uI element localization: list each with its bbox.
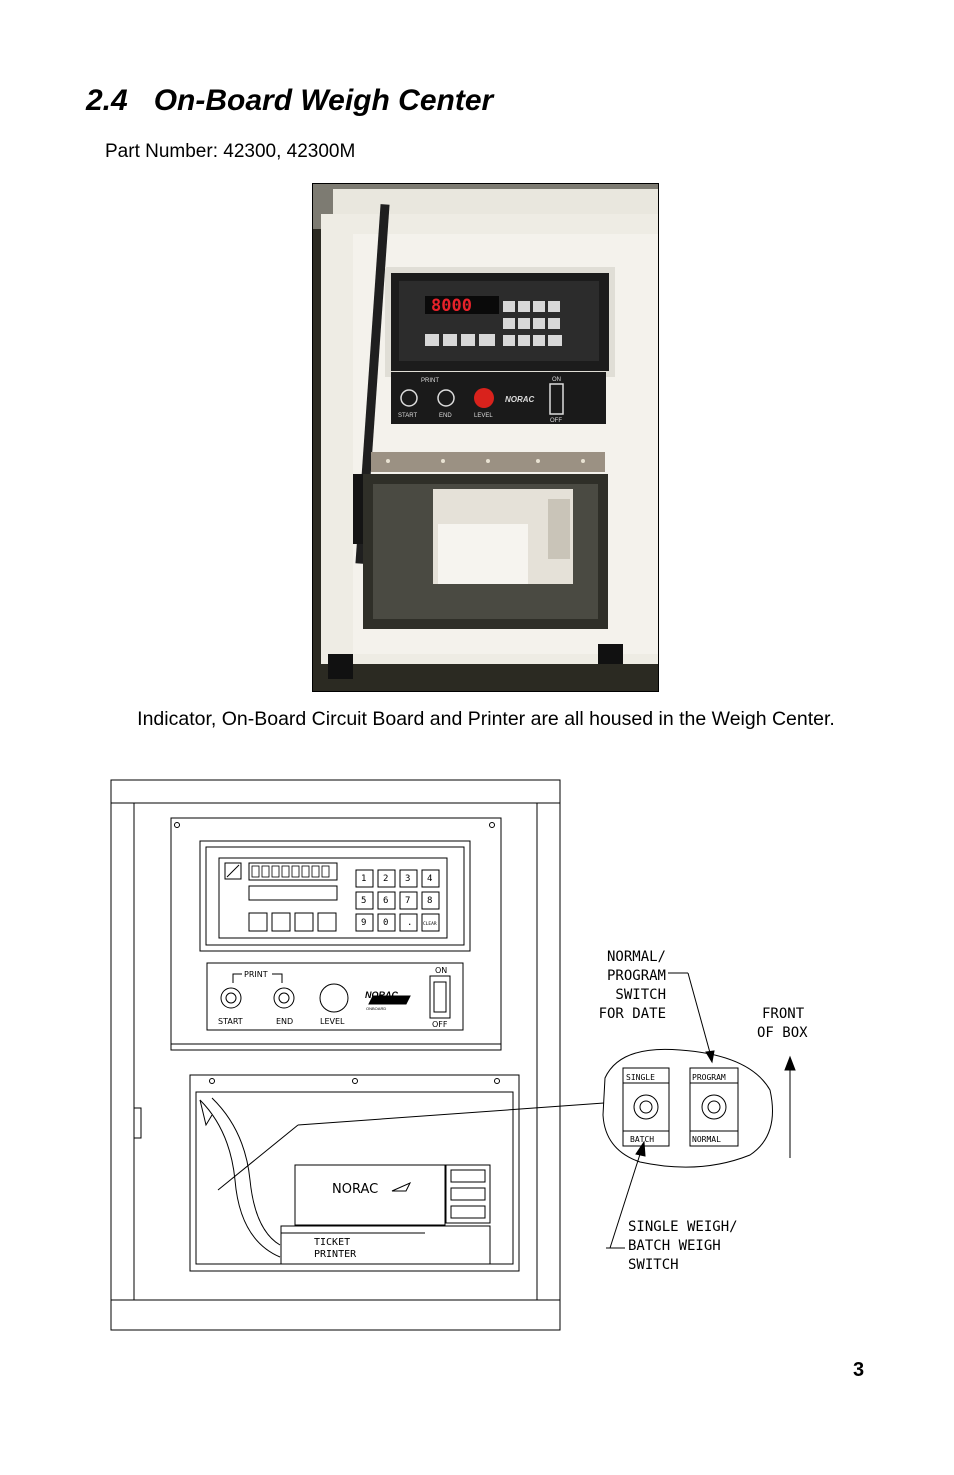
callout-normal: NORMAL/: [607, 949, 666, 965]
callout-single-weigh: SINGLE WEIGH/: [628, 1219, 738, 1235]
brand-label: NORAC: [365, 990, 398, 1000]
callout-switch: SWITCH: [615, 987, 666, 1003]
photo-end-label: END: [439, 413, 452, 419]
photo-off-label: OFF: [550, 418, 562, 424]
callout-switch-2: SWITCH: [628, 1257, 679, 1273]
switch-batch-label: BATCH: [630, 1135, 654, 1144]
indicator-face: [218, 857, 448, 939]
part-number: Part Number: 42300, 42300M: [105, 141, 356, 162]
of-box-label: OF BOX: [757, 1025, 808, 1041]
photo-caption: Indicator, On-Board Circuit Board and Pr…: [137, 708, 835, 730]
start-label: START: [218, 1017, 243, 1026]
callout-program: PROGRAM: [607, 968, 666, 984]
printer-brand: NORAC: [332, 1182, 378, 1197]
off-label: OFF: [432, 1020, 448, 1029]
printer-label: PRINTER: [314, 1249, 357, 1260]
key-5: 5: [361, 896, 366, 906]
cabinet-outline: [110, 779, 561, 1331]
switch-single-label: SINGLE: [626, 1073, 655, 1082]
printer-body: [294, 1164, 446, 1226]
upper-panel: [170, 817, 502, 1051]
section-heading: 2.4 On-Board Weigh Center: [86, 84, 493, 118]
digit-display: [248, 862, 338, 881]
weigh-center-photo: 8000 PRINT START END LEVEL NORAC ON OFF: [312, 183, 659, 692]
key-1: 1: [361, 874, 366, 884]
key-2: 2: [383, 874, 388, 884]
switch-callout: [602, 1048, 773, 1168]
photo-display: 8000: [431, 296, 472, 316]
control-strip: [206, 962, 464, 1031]
photo-on-label: ON: [552, 377, 561, 383]
photo-start-label: START: [398, 413, 417, 419]
photo-print-label: PRINT: [421, 378, 439, 384]
section-title: On-Board Weigh Center: [153, 84, 494, 117]
on-label: ON: [435, 966, 447, 975]
print-label: PRINT: [244, 970, 268, 979]
end-label: END: [276, 1017, 293, 1026]
sub-brand-label: ONBOARD: [366, 1006, 386, 1011]
switch-program-label: PROGRAM: [692, 1073, 726, 1082]
callout-batch-weigh: BATCH WEIGH: [628, 1238, 721, 1254]
front-label: FRONT: [762, 1006, 805, 1022]
key-9: 9: [361, 918, 366, 928]
section-number: 2.4: [86, 84, 128, 117]
callout-for-date: FOR DATE: [599, 1006, 666, 1022]
key-4: 4: [427, 874, 432, 884]
weigh-center-diagram: 1 2 3 4 5 6 7 8 9 0 . CLEAR PRINT START …: [0, 770, 954, 1350]
page-number: 3: [853, 1359, 865, 1381]
key-clear: CLEAR: [423, 921, 437, 927]
ticket-label: TICKET: [314, 1237, 350, 1248]
switch-normal-label: NORMAL: [692, 1135, 721, 1144]
photo-level-label: LEVEL: [474, 413, 493, 419]
photo-brand: NORAC: [505, 395, 535, 404]
key-6: 6: [383, 896, 388, 906]
level-label: LEVEL: [320, 1017, 345, 1026]
lower-panel: [189, 1074, 520, 1272]
diagram-keypad: [355, 869, 440, 932]
key-3: 3: [405, 874, 410, 884]
key-7: 7: [405, 896, 410, 906]
key-dot: .: [407, 918, 412, 928]
key-8: 8: [427, 896, 432, 906]
key-0: 0: [383, 918, 388, 928]
